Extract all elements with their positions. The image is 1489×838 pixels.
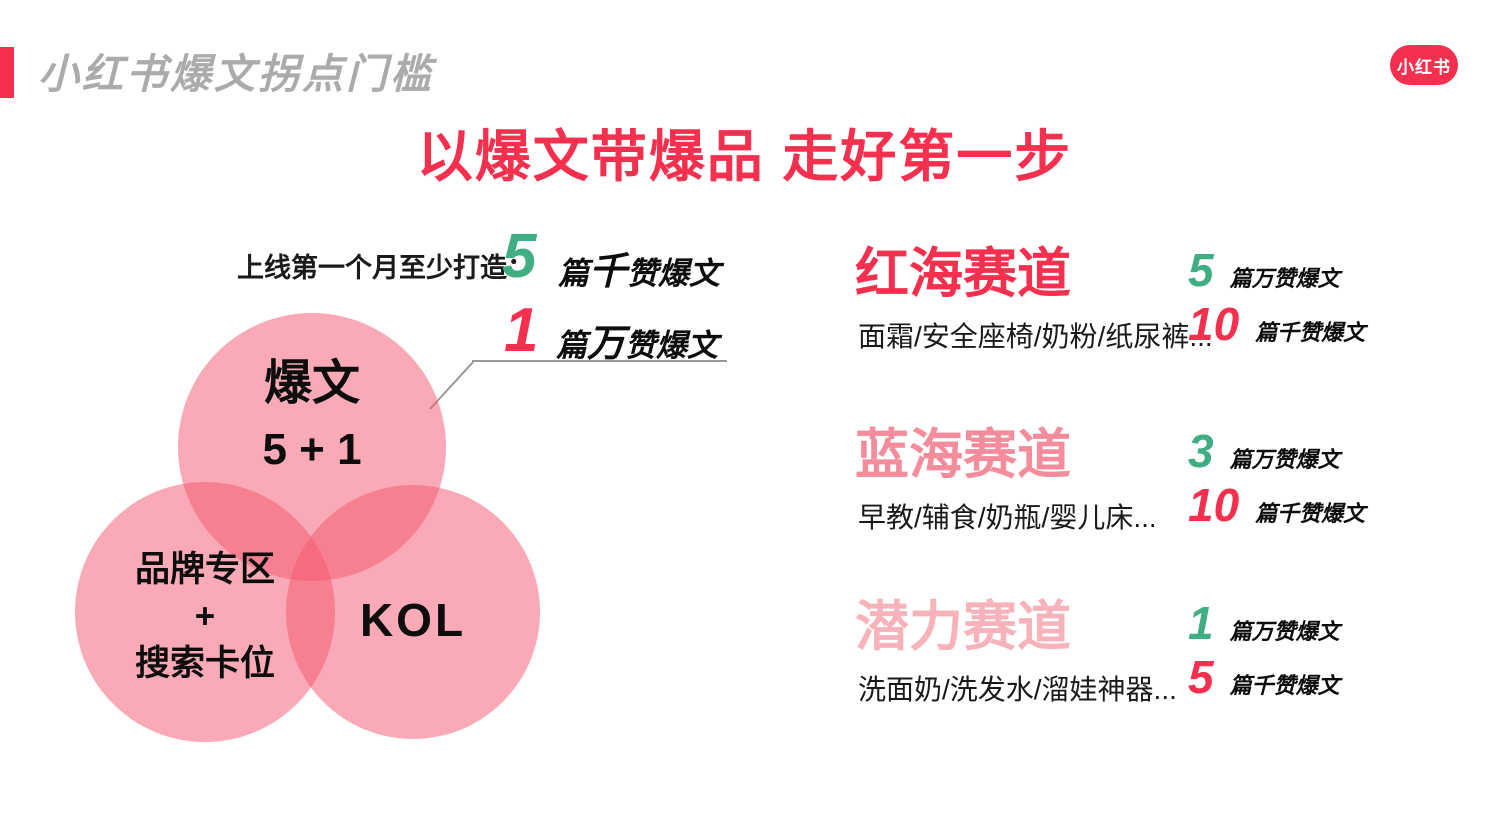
intro-unit-suffix: 赞爆文 [625, 328, 719, 363]
venn-brand-line3: 搜索卡位 [134, 644, 275, 683]
venn-baowen-line2: 5 + 1 [262, 425, 362, 474]
track-description: 洗面奶/洗发水/溜娃神器... [858, 674, 1177, 705]
stat-label: 篇千赞爆文 [1229, 673, 1340, 698]
venn-label-kol: KOL [359, 594, 467, 646]
venn-circle-kol [286, 485, 540, 739]
venn-label-brand-zone: 品牌专区 + 搜索卡位 [75, 546, 335, 687]
track-title: 蓝海赛道 [855, 425, 1071, 485]
intro-unit-qianzan: 篇千赞爆文 [558, 240, 720, 295]
stat-number: 10 [1188, 479, 1240, 531]
stat-row-qianzan: 10 篇千赞爆文 [1188, 482, 1365, 528]
track-description: 面霜/安全座椅/奶粉/纸尿裤... [858, 321, 1213, 352]
track-title: 潜力赛道 [855, 597, 1071, 657]
stat-number: 10 [1188, 298, 1240, 350]
stat-row-wanzan: 5 篇万赞爆文 [1188, 247, 1340, 293]
intro-unit-wanzan: 篇万赞爆文 [556, 312, 718, 367]
venn-label-baowen: 爆文 5 + 1 [178, 360, 446, 472]
venn-baowen-line1: 爆文 [263, 357, 360, 410]
track-red-sea: 红海赛道 面霜/安全座椅/奶粉/纸尿裤... 5 篇万赞爆文 10 篇千赞爆文 [855, 247, 1489, 407]
callout-line-horizontal [472, 360, 727, 362]
venn-brand-line1: 品牌专区 [134, 550, 275, 589]
venn-brand-line2: + [194, 597, 216, 636]
intro-unit-prefix: 篇 [558, 256, 589, 291]
stat-number: 1 [1188, 597, 1214, 649]
track-title: 红海赛道 [855, 244, 1071, 304]
xiaohongshu-logo: 小红书 [1390, 45, 1458, 85]
page-title: 小红书爆文拐点门槛 [38, 51, 434, 97]
intro-unit-prefix: 篇 [556, 328, 587, 363]
intro-unit-emph: 千 [589, 251, 628, 293]
track-blue-sea: 蓝海赛道 早教/辅食/奶瓶/婴儿床... 3 篇万赞爆文 10 篇千赞爆文 [855, 428, 1489, 588]
intro-unit-suffix: 赞爆文 [627, 256, 721, 291]
stat-row-qianzan: 5 篇千赞爆文 [1188, 654, 1340, 700]
stat-label: 篇千赞爆文 [1255, 320, 1366, 345]
track-potential: 潜力赛道 洗面奶/洗发水/溜娃神器... 1 篇万赞爆文 5 篇千赞爆文 [855, 600, 1489, 760]
stat-number: 5 [1188, 651, 1214, 703]
intro-number-qianzan: 5 [502, 222, 537, 291]
stat-label: 篇万赞爆文 [1229, 447, 1340, 472]
stat-number: 3 [1188, 425, 1214, 477]
main-title: 以爆文带爆品 走好第一步 [416, 125, 1073, 188]
stat-label: 篇万赞爆文 [1229, 619, 1340, 644]
stat-row-qianzan: 10 篇千赞爆文 [1188, 301, 1365, 347]
xiaohongshu-logo-text: 小红书 [1397, 57, 1451, 77]
header-accent-bar [0, 47, 14, 98]
intro-number-wanzan: 1 [504, 296, 539, 365]
intro-label: 上线第一个月至少打造： [237, 253, 534, 283]
stat-row-wanzan: 1 篇万赞爆文 [1188, 600, 1340, 646]
stat-row-wanzan: 3 篇万赞爆文 [1188, 428, 1340, 474]
stat-label: 篇千赞爆文 [1255, 501, 1366, 526]
stat-label: 篇万赞爆文 [1229, 266, 1340, 291]
intro-unit-emph: 万 [587, 323, 626, 365]
stat-number: 5 [1188, 244, 1214, 296]
track-description: 早教/辅食/奶瓶/婴儿床... [858, 502, 1157, 533]
